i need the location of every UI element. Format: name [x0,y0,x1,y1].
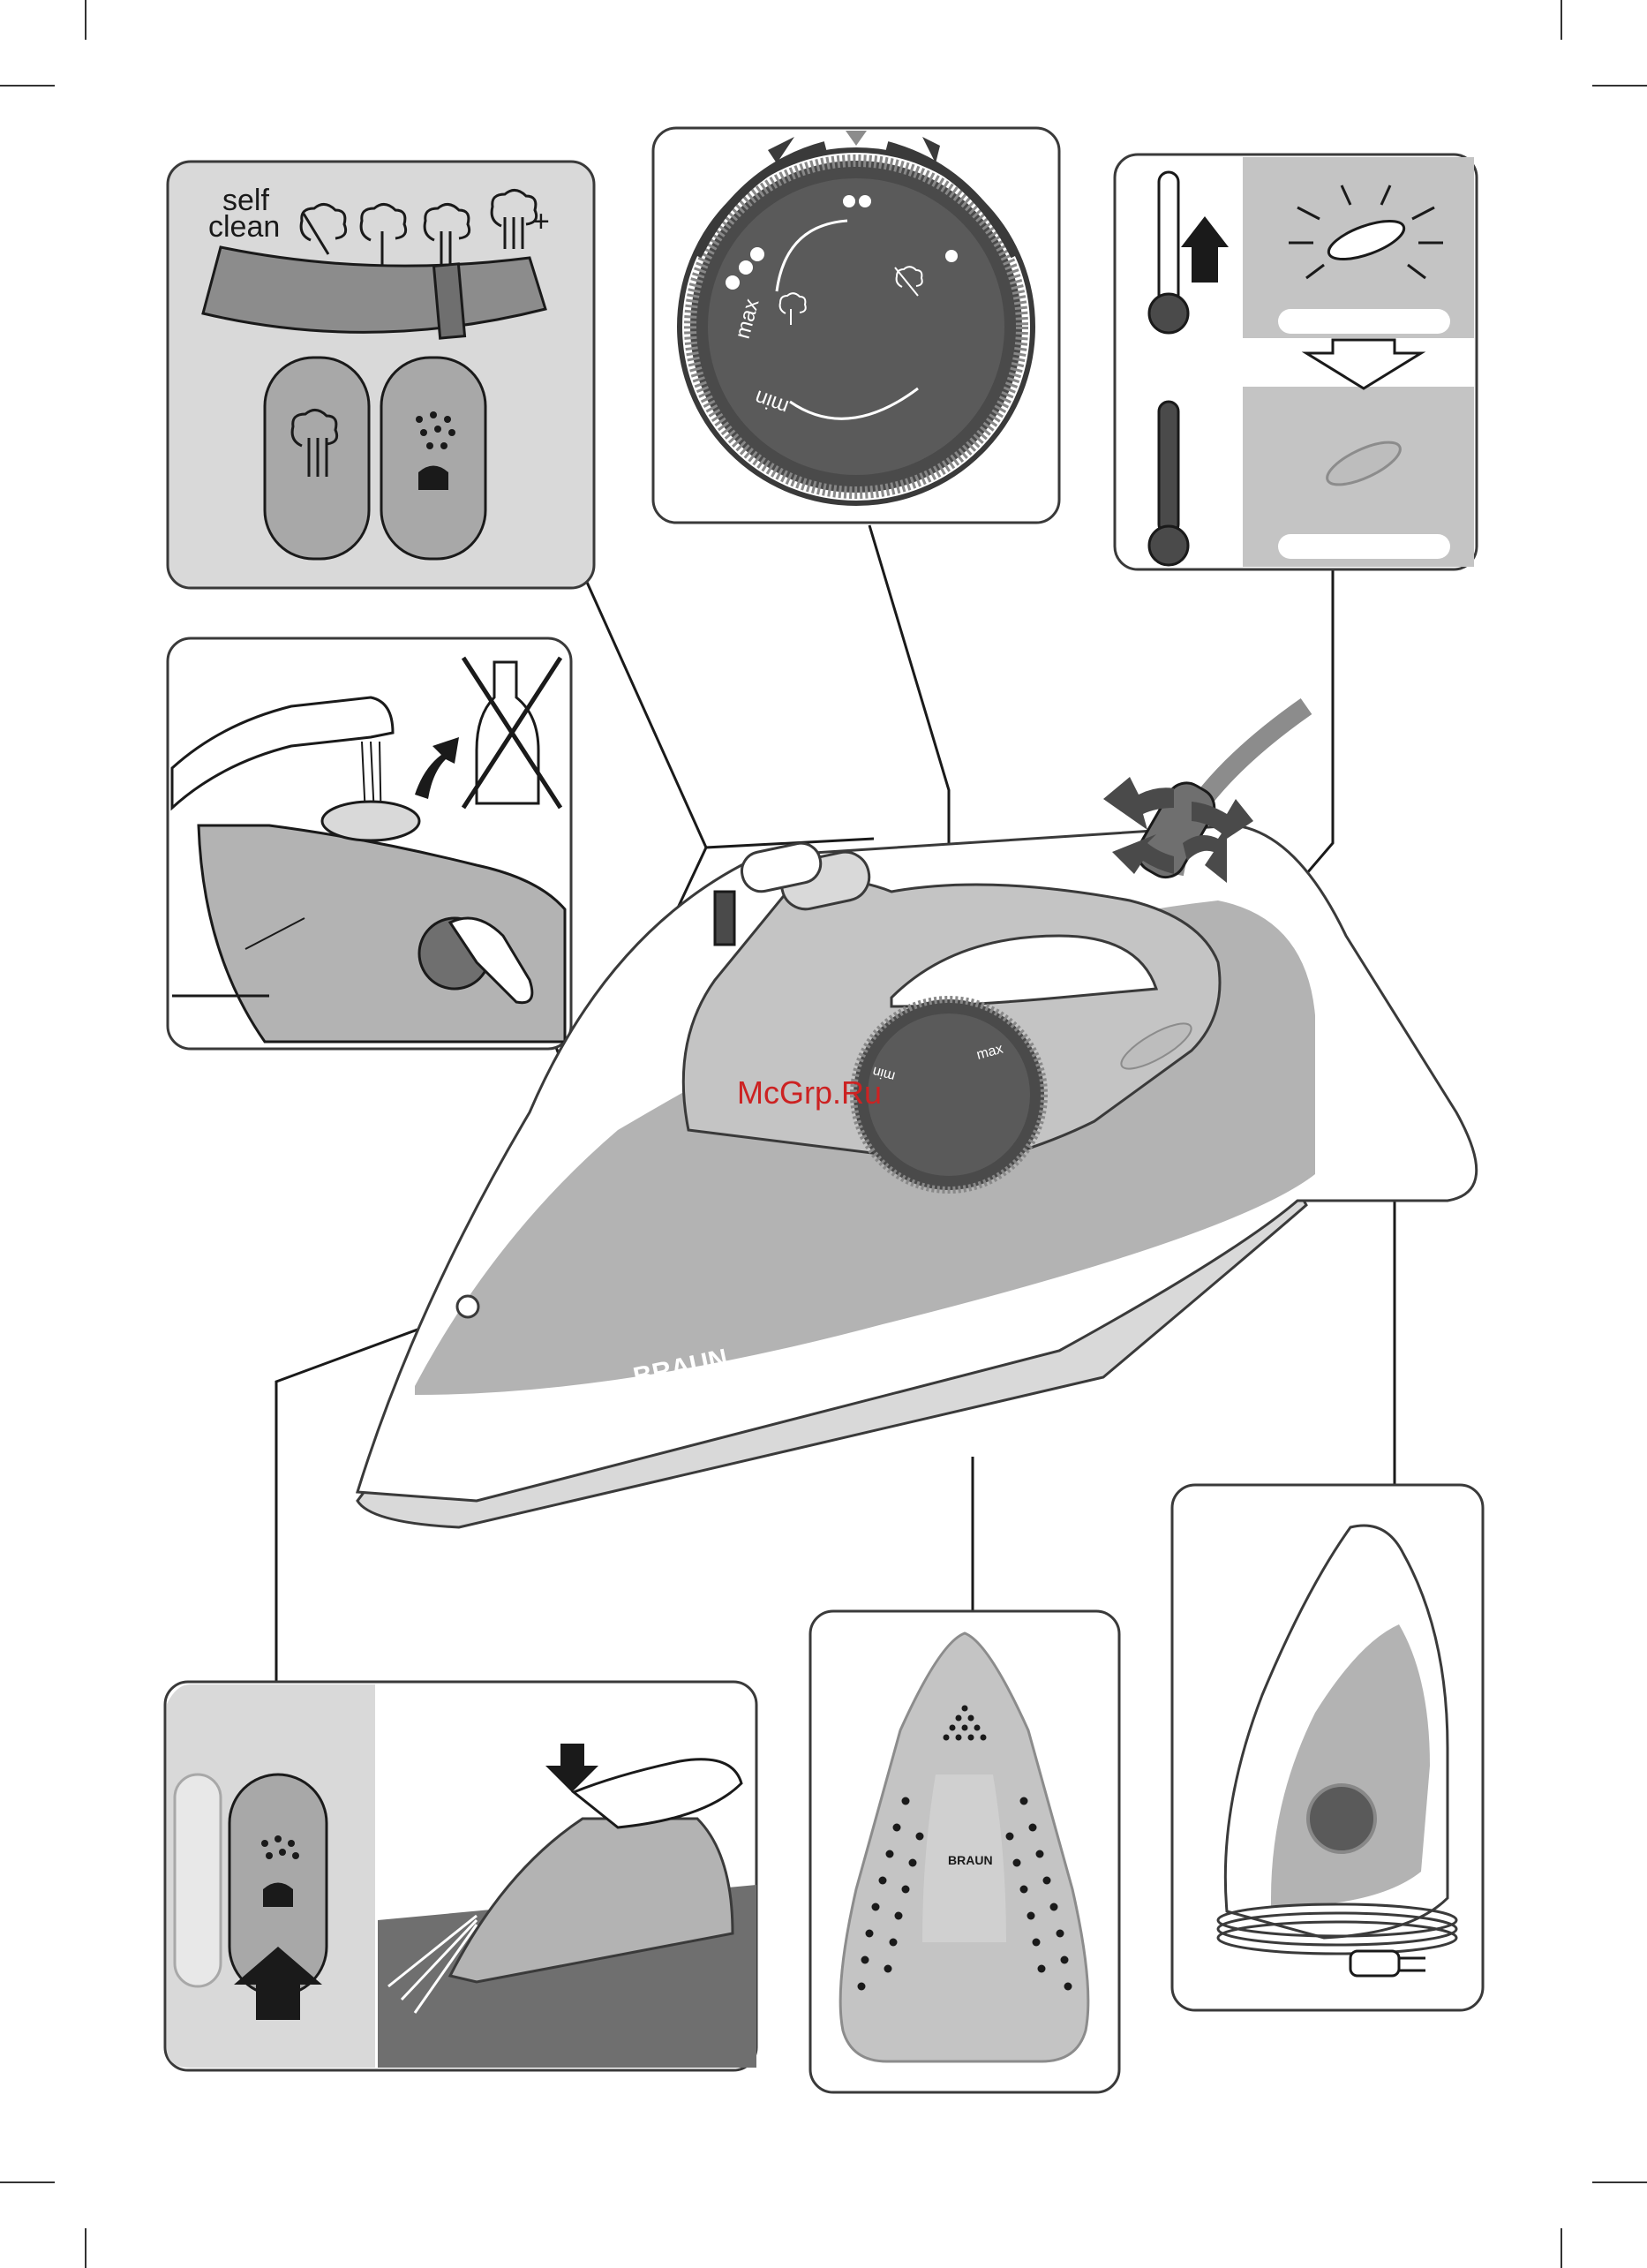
watermark: McGrp.Ru [737,1074,882,1111]
iron-steam-slider [715,892,734,945]
slider-knob [433,264,464,338]
clean-label: clean [208,210,280,244]
iron-spray-nozzle [457,1296,478,1317]
temperature-dial-panel: max min [653,128,1059,523]
steam-settings-panel: self clean + [168,162,594,588]
temperature-light-panel [1115,154,1477,569]
spray-button [381,358,485,559]
spray-panel [165,1682,756,2070]
storage-panel [1172,1485,1483,2010]
soleplate-brand: BRAUN [948,1853,993,1867]
plus-label: + [532,205,550,238]
soleplate-panel: BRAUN [810,1611,1119,2092]
water-filling-panel [168,638,571,1049]
